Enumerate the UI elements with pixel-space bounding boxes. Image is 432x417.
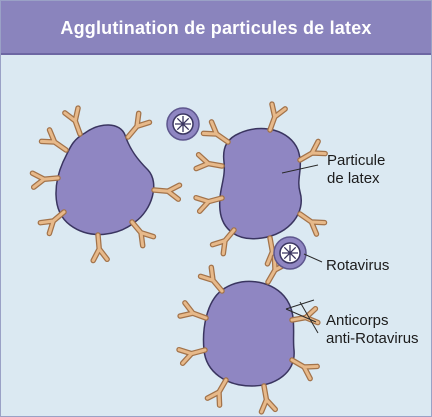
label-rotavirus: Rotavirus xyxy=(326,257,389,275)
label-latex-line2: de latex xyxy=(327,170,385,188)
label-antibodies-line1: Anticorps xyxy=(326,312,419,330)
label-antibodies: Anticorps anti-Rotavirus xyxy=(326,312,419,348)
label-latex-particle: Particule de latex xyxy=(327,152,385,188)
rotavirus-icon-bridging xyxy=(167,108,199,140)
label-antibodies-line2: anti-Rotavirus xyxy=(326,330,419,348)
latex-particle-left xyxy=(56,125,154,235)
latex-particle-bottom xyxy=(204,281,295,386)
label-latex-line1: Particule xyxy=(327,152,385,170)
latex-particle-right xyxy=(220,128,302,238)
rotavirus-icon-legend xyxy=(274,237,306,269)
